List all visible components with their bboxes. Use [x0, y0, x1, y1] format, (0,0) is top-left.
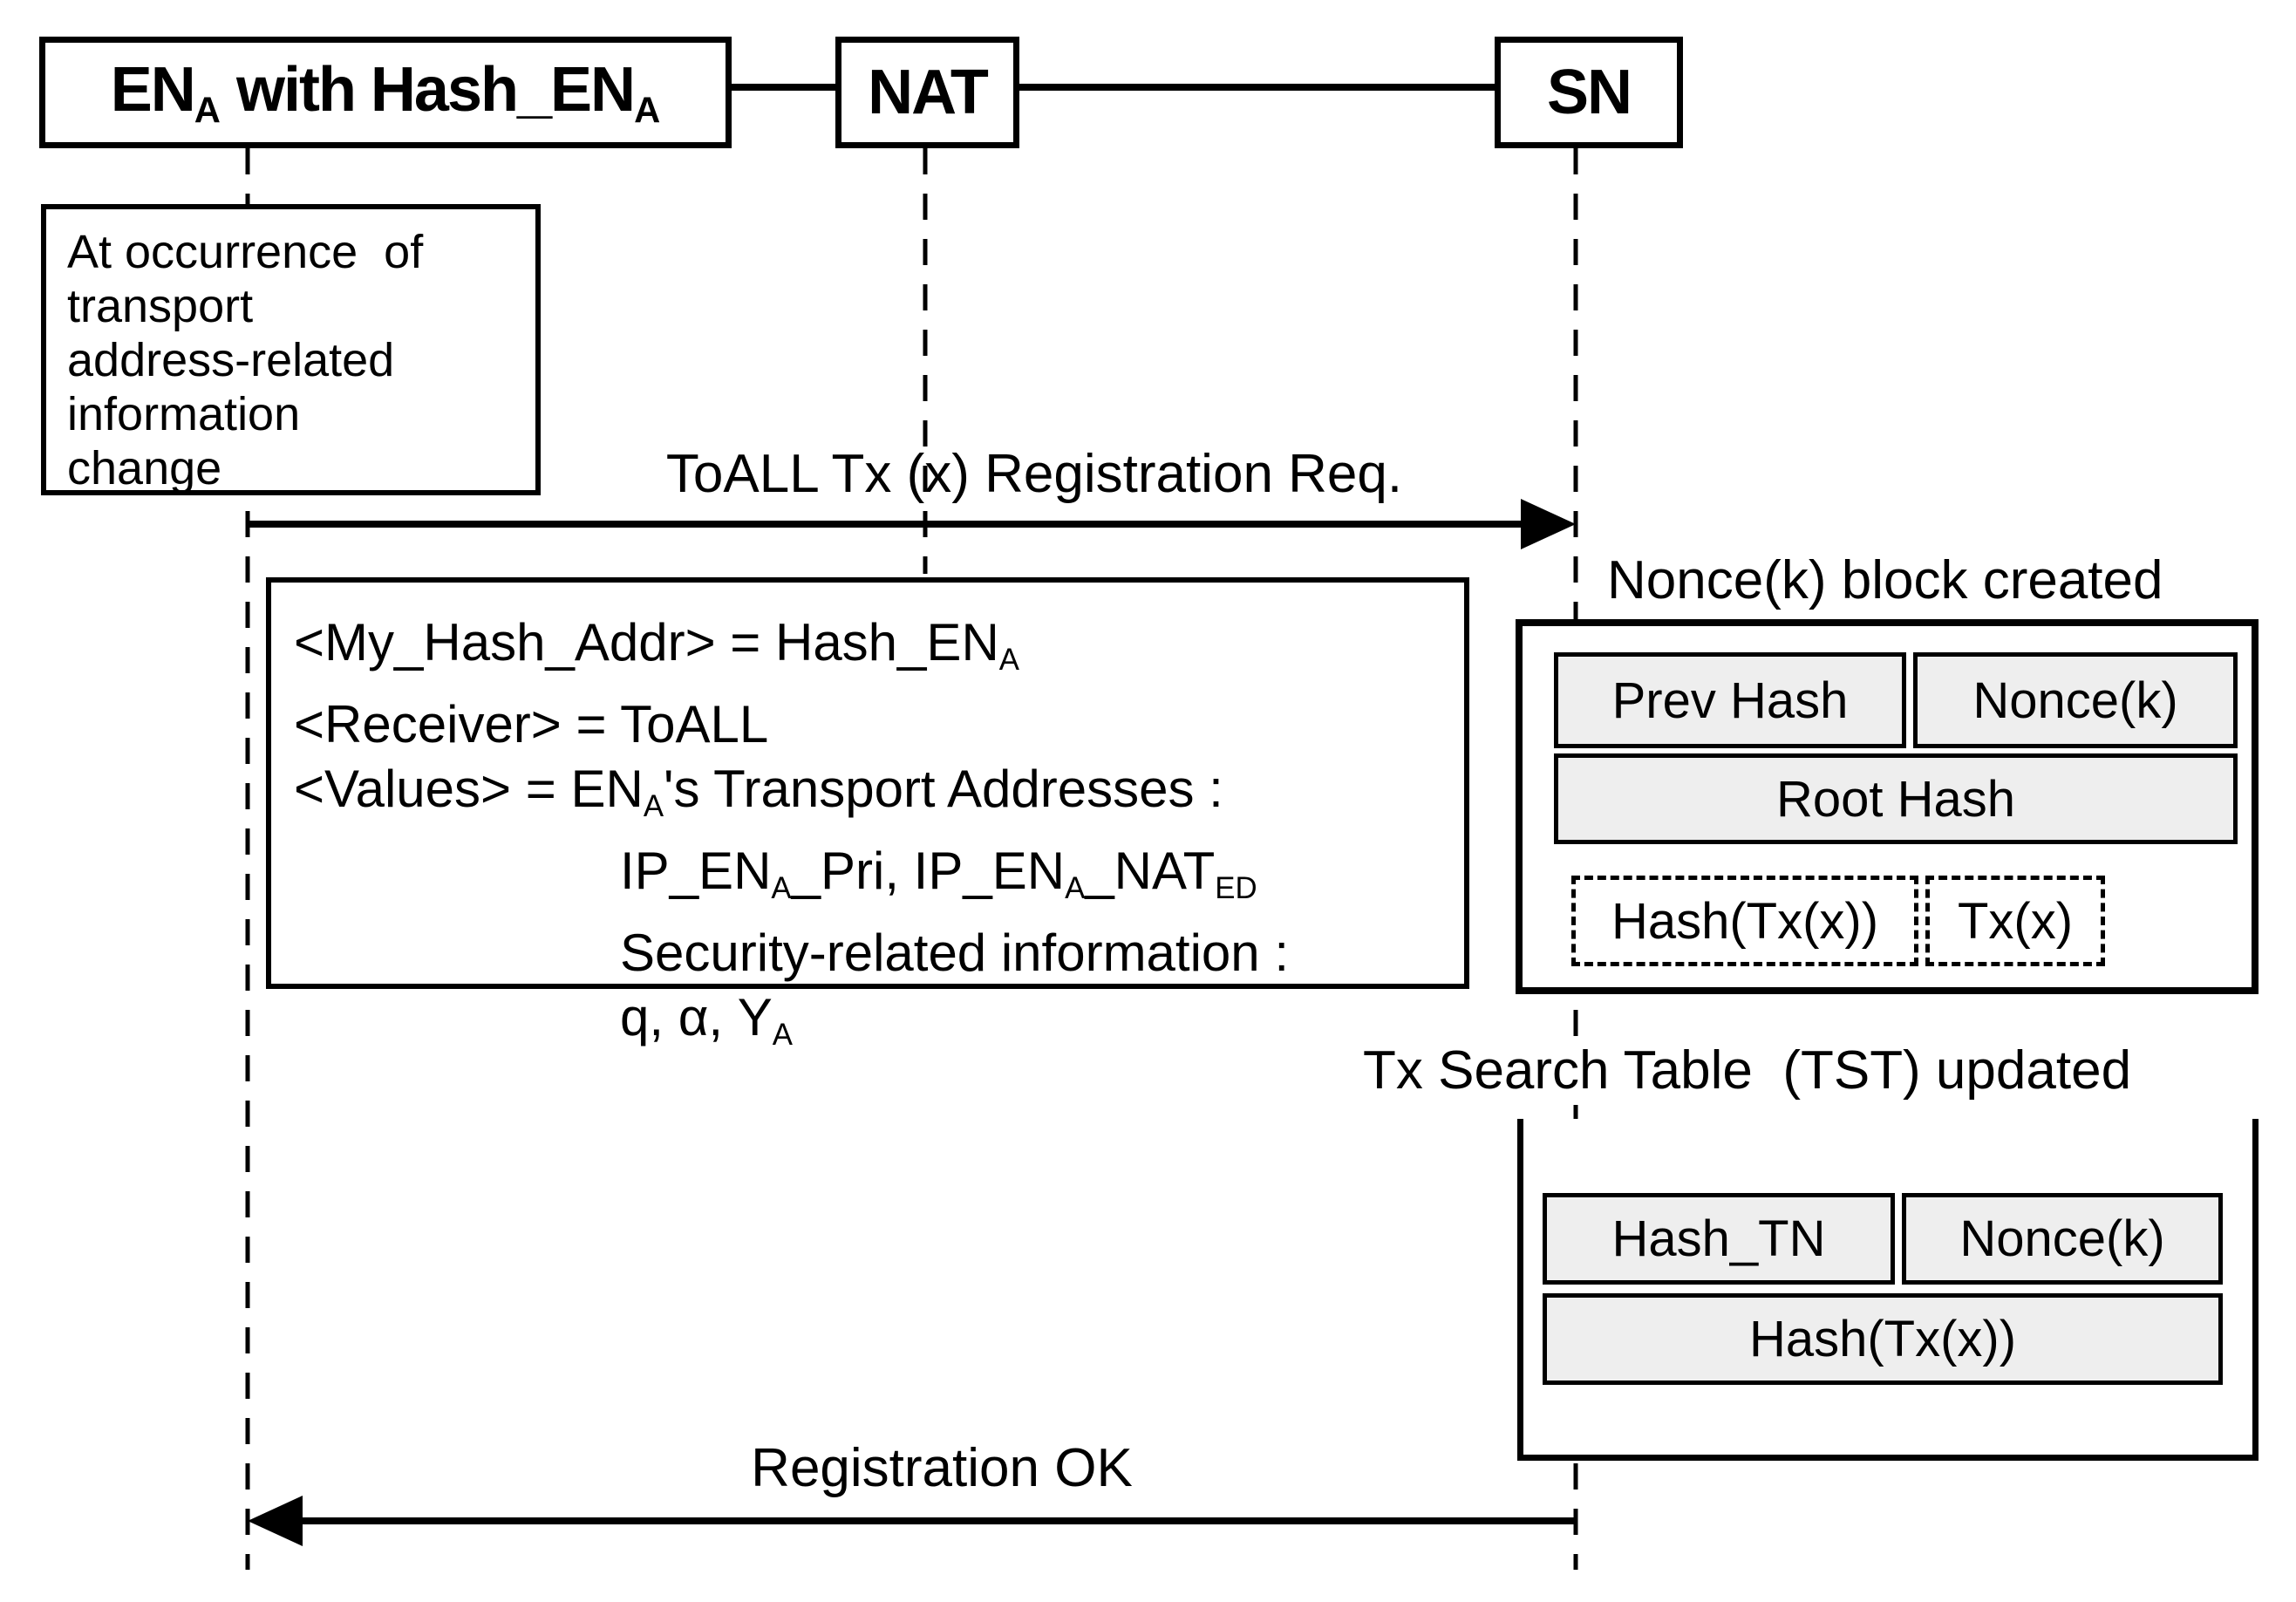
note-line: information: [67, 388, 301, 440]
entity-ena: ENA with Hash_ENA: [39, 37, 732, 148]
message-param-line-6: q, α, YA: [620, 988, 793, 1053]
note-line: change: [67, 442, 222, 494]
cell-prev-hash-label: Prev Hash: [1611, 671, 1849, 729]
cell-hash-tn: Hash_TN: [1543, 1193, 1895, 1285]
note-line: transport: [67, 280, 254, 332]
note-line: address-related: [67, 334, 395, 386]
cell-tst-hash-tx-label: Hash(Tx(x)): [1748, 1311, 2017, 1367]
cell-hash-tx-dashed: Hash(Tx(x)): [1571, 876, 1918, 966]
message-params-box: <My_Hash_Addr> = Hash_ENA <Receiver> = T…: [266, 577, 1469, 1053]
cell-tst-nonce-k-label: Nonce(k): [1959, 1210, 2165, 1267]
registration-ok-arrowhead: [248, 1496, 303, 1546]
cell-root-hash: Root Hash: [1554, 753, 2238, 844]
entity-ena-label: ENA with Hash_ENA: [110, 54, 661, 131]
cell-nonce-k: Nonce(k): [1913, 652, 2238, 748]
cell-tx-dashed: Tx(x): [1925, 876, 2105, 966]
note-box: At occurrence of transport address-relat…: [41, 204, 541, 495]
cell-tst-hash-tx: Hash(Tx(x)): [1543, 1293, 2223, 1385]
entity-nat: NAT: [835, 37, 1019, 148]
registration-req-label: ToALL Tx (x) Registration Req.: [665, 444, 1403, 504]
cell-root-hash-label: Root Hash: [1775, 770, 2016, 828]
cell-hash-tx-label: Hash(Tx(x)): [1611, 892, 1879, 950]
nonce-block: Prev Hash Nonce(k) Root Hash Hash(Tx(x))…: [1516, 619, 2259, 994]
cell-prev-hash: Prev Hash: [1554, 652, 1906, 748]
cell-nonce-k-label: Nonce(k): [1972, 671, 2178, 729]
tst-box: Hash_TN Nonce(k) Hash(Tx(x)): [1517, 1119, 2259, 1461]
nonce-block-title: Nonce(k) block created: [1607, 550, 2163, 610]
registration-req-arrowhead: [1521, 499, 1576, 549]
note-line: At occurrence of: [67, 226, 424, 278]
message-param-line-2: <Receiver> = ToALL: [294, 695, 769, 754]
entity-sn-label: SN: [1546, 58, 1632, 127]
message-param-line-1: <My_Hash_Addr> = Hash_ENA: [294, 613, 1019, 678]
cell-hash-tn-label: Hash_TN: [1611, 1210, 1826, 1267]
tst-title: Tx Search Table (TST) updated: [1363, 1036, 2139, 1105]
message-param-line-3: <Values> = ENA's Transport Addresses :: [294, 760, 1223, 824]
message-param-line-4: IP_ENA_Pri, IP_ENA_NATED: [620, 842, 1257, 906]
cell-tx-label: Tx(x): [1957, 892, 2074, 950]
registration-ok-label: Registration OK: [751, 1438, 1133, 1498]
cell-tst-nonce-k: Nonce(k): [1902, 1193, 2223, 1285]
message-param-line-5: Security-related information :: [620, 924, 1289, 983]
entity-nat-label: NAT: [868, 58, 989, 127]
entity-sn: SN: [1495, 37, 1683, 148]
